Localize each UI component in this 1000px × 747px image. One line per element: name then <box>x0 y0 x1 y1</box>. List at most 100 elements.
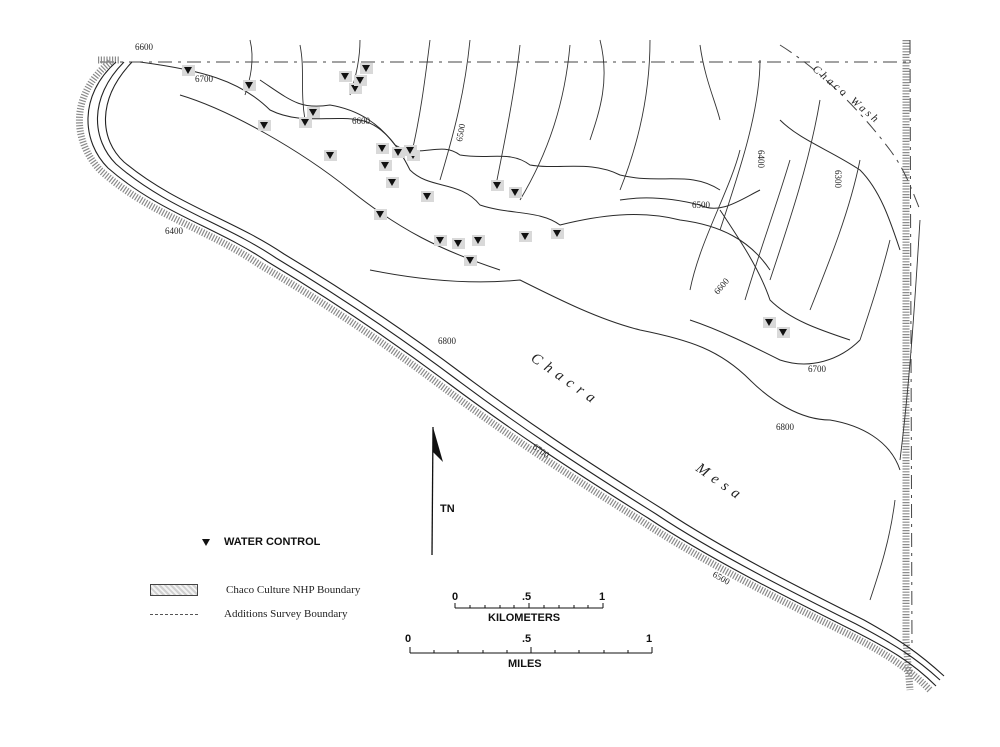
mesa-rim-line-outer <box>87 61 937 687</box>
water-control-marker <box>341 73 349 80</box>
drainage <box>869 499 896 601</box>
contour-6700-east <box>689 319 861 365</box>
contour-6800-mesa <box>369 269 901 471</box>
water-control-marker <box>454 240 462 247</box>
water-control-marker <box>381 162 389 169</box>
water-control-marker <box>301 119 309 126</box>
drainage <box>519 44 571 201</box>
drainage <box>769 99 821 281</box>
contour-6500-east <box>619 189 761 209</box>
water-control-markers <box>182 63 790 338</box>
contour-label-6800: 6800 <box>438 336 457 346</box>
scale-mi-bar <box>409 647 653 654</box>
legend-label-survey-boundary: Additions Survey Boundary <box>224 608 348 620</box>
contour-6300-east <box>779 119 901 251</box>
water-control-marker <box>511 189 519 196</box>
mesa-rim-cliff <box>76 59 933 693</box>
water-control-marker <box>309 109 317 116</box>
drainage <box>589 39 605 141</box>
drainage <box>809 159 861 311</box>
nhp-boundary-swatch <box>150 584 198 596</box>
legend-item-nhp-boundary: Chaco Culture NHP Boundary <box>150 584 360 596</box>
scale-mi-tick-1: 1 <box>646 633 652 645</box>
legend-label-water-control: WATER CONTROL <box>224 536 321 548</box>
water-control-marker <box>423 193 431 200</box>
contour-label-6600: 6600 <box>352 116 371 126</box>
contour-6600-east <box>719 209 851 341</box>
water-control-marker <box>466 257 474 264</box>
drainage <box>719 59 761 231</box>
water-control-marker <box>260 122 268 129</box>
water-control-marker <box>474 237 482 244</box>
survey-boundary-swatch <box>150 613 198 615</box>
scale-mi-tick-half: .5 <box>522 633 531 645</box>
water-control-icon <box>202 538 210 546</box>
contour-label-6500: 6500 <box>454 122 467 142</box>
contour-label-6500: 6500 <box>692 200 711 210</box>
water-control-marker <box>553 230 561 237</box>
contour-label-6800: 6800 <box>776 422 795 432</box>
drainage <box>619 39 651 191</box>
water-control-marker <box>394 149 402 156</box>
north-arrow: TN <box>431 426 455 556</box>
mesa-rim-line-edge <box>104 61 945 677</box>
contour-6800-mesa-south <box>179 94 501 271</box>
water-control-marker <box>388 179 396 186</box>
chaco-wash-channel <box>779 44 921 211</box>
scale-km-label: KILOMETERS <box>488 612 560 624</box>
contour-label-6400: 6400 <box>165 226 184 236</box>
place-name-chacra: Chacra <box>528 350 604 410</box>
scale-km-tick-half: .5 <box>522 591 531 603</box>
contour-6700-north <box>139 61 771 271</box>
water-control-marker <box>326 152 334 159</box>
water-control-marker <box>351 85 359 92</box>
water-control-marker <box>376 211 384 218</box>
water-control-marker <box>436 237 444 244</box>
contour-label-6400: 6400 <box>756 150 766 169</box>
scale-mi-tick-0: 0 <box>405 633 411 645</box>
water-control-marker <box>378 145 386 152</box>
legend-item-water-control: WATER CONTROL <box>150 536 320 548</box>
contour-label-6700: 6700 <box>195 74 214 84</box>
contour-label-6700: 6700 <box>808 364 827 374</box>
drainage <box>699 44 721 121</box>
drainage <box>859 239 891 341</box>
scale-km-tick-1: 1 <box>599 591 605 603</box>
drainage <box>299 44 306 121</box>
north-arrow-icon <box>433 427 443 462</box>
water-control-marker <box>779 329 787 336</box>
nhp-boundary-east <box>902 40 914 691</box>
drainage <box>439 39 471 181</box>
contour-label-6600: 6600 <box>712 276 732 297</box>
legend-item-survey-boundary: Additions Survey Boundary <box>150 608 347 620</box>
mesa-rim-line-inner <box>96 61 941 681</box>
scale-bar-miles: 0 .5 1 MILES <box>405 633 653 670</box>
drainage <box>494 44 521 191</box>
water-control-marker <box>245 82 253 89</box>
drainage <box>899 219 921 461</box>
drainage <box>689 149 741 291</box>
scale-km-tick-0: 0 <box>452 591 458 603</box>
water-control-marker <box>521 233 529 240</box>
north-arrow-label: TN <box>440 503 455 515</box>
drainage <box>409 39 431 161</box>
water-control-marker <box>184 67 192 74</box>
place-name-mesa: Mesa <box>692 460 748 506</box>
place-name-chaco-wash: Chaco Wash <box>810 63 883 127</box>
water-control-marker <box>356 77 364 84</box>
drainage <box>744 159 791 301</box>
contour-6600-north <box>259 79 721 191</box>
contour-label-6300: 6300 <box>833 170 843 189</box>
water-control-marker <box>406 147 414 154</box>
contour-label-6500: 6500 <box>711 569 732 587</box>
scale-km-bar <box>454 603 604 609</box>
drainage <box>244 39 253 96</box>
scale-mi-label: MILES <box>508 658 542 670</box>
scale-bar-kilometers: 0 .5 1 KILOMETERS <box>452 591 605 624</box>
contour-label-6600: 6600 <box>135 42 154 52</box>
north-arrow-shaft <box>431 426 434 556</box>
water-control-marker <box>765 319 773 326</box>
water-control-marker <box>493 182 501 189</box>
legend-label-nhp-boundary: Chaco Culture NHP Boundary <box>226 584 361 596</box>
